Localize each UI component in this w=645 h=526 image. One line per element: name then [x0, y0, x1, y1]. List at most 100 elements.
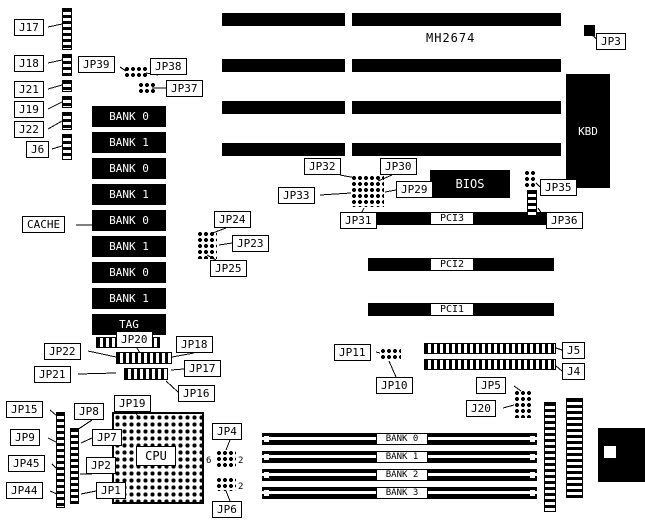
power-connector — [598, 428, 645, 482]
callout-jp10: JP10 — [376, 377, 413, 394]
jp3-jumper — [584, 25, 595, 36]
callout-jp37: JP37 — [166, 80, 203, 97]
bios-chip: BIOS — [430, 170, 510, 198]
callout-jp45: JP45 — [8, 455, 45, 472]
j4-header — [424, 359, 556, 370]
callout-jp32: JP32 — [304, 158, 341, 175]
j5-header — [424, 343, 556, 354]
cache-chip-8: BANK 1 — [92, 288, 166, 309]
callout-jp4: JP4 — [212, 423, 242, 440]
tag-chip: TAG — [92, 314, 166, 335]
callout-jp30: JP30 — [380, 158, 417, 175]
jp6-jumper-block — [216, 477, 236, 491]
callout-jp15: JP15 — [6, 401, 43, 418]
jp5-j20-jumper-block — [514, 390, 531, 418]
callout-jp39: JP39 — [78, 56, 115, 73]
bottom-right-header-1 — [544, 402, 556, 512]
callout-jp17: JP17 — [184, 360, 221, 377]
isa-slot-1-left — [222, 13, 345, 26]
callout-jp19: JP19 — [114, 395, 151, 412]
jp36-header — [527, 190, 537, 216]
callout-jp8: JP8 — [74, 403, 104, 420]
callout-j6: J6 — [26, 141, 50, 158]
isa-slot-4-left — [222, 143, 345, 156]
callout-j5: J5 — [562, 342, 586, 359]
bank3-label: BANK 3 — [376, 487, 428, 499]
jp11-jp10-jumper-block — [380, 348, 401, 360]
cpu-jumper-strip-left-2 — [70, 428, 79, 504]
callout-jp29: JP29 — [396, 181, 433, 198]
j17-header — [62, 8, 72, 50]
j18-header — [62, 54, 72, 76]
jp4-jumper-block — [216, 450, 236, 467]
callout-jp2: JP2 — [86, 457, 116, 474]
bank1-label: BANK 1 — [376, 451, 428, 463]
cpu-jumper-strip-left-1 — [56, 412, 65, 508]
callout-j17: J17 — [14, 19, 44, 36]
j21-header — [62, 80, 72, 92]
callout-jp23: JP23 — [232, 235, 269, 252]
callout-jp5: JP5 — [476, 377, 506, 394]
callout-j22: J22 — [14, 121, 44, 138]
jp35-jumper-block — [524, 170, 536, 188]
cpu-jumper-strip-top-2 — [124, 368, 168, 380]
callout-jp44: JP44 — [6, 482, 43, 499]
isa-slot-1-right — [352, 13, 561, 26]
j19-header — [62, 96, 72, 108]
isa-slot-3-right — [352, 101, 561, 114]
cache-chip-3: BANK 0 — [92, 158, 166, 179]
callout-jp6: JP6 — [212, 501, 242, 518]
callout-jp31: JP31 — [340, 212, 377, 229]
callout-cache: CACHE — [22, 216, 66, 233]
pci3-label: PCI3 — [430, 212, 474, 225]
jp37-jumper-block — [138, 82, 156, 93]
callout-jp20: JP20 — [116, 331, 153, 348]
power-connector-keyway — [604, 446, 616, 458]
cache-chip-6: BANK 1 — [92, 236, 166, 257]
jp39-jp38-jumper-block — [124, 66, 148, 79]
cache-chip-7: BANK 0 — [92, 262, 166, 283]
cpu-label: CPU — [136, 446, 176, 466]
callout-jp22: JP22 — [44, 343, 81, 360]
callout-jp21: JP21 — [34, 366, 71, 383]
bottom-right-header-2 — [566, 398, 583, 498]
pci2-label: PCI2 — [430, 258, 474, 271]
isa-slot-2-right — [352, 59, 561, 72]
callout-jp36: JP36 — [546, 212, 583, 229]
pin-number-2b: 2 — [238, 482, 244, 492]
jp24-jp23-jp25-jumper-block — [197, 231, 217, 259]
isa-slot-2-left — [222, 59, 345, 72]
callout-j20: J20 — [466, 400, 496, 417]
callout-jp1: JP1 — [96, 482, 126, 499]
callout-jp16: JP16 — [178, 385, 215, 402]
isa-slot-3-left — [222, 101, 345, 114]
jp29-jp33-jumper-block — [351, 175, 384, 207]
bank2-label: BANK 2 — [376, 469, 428, 481]
pin-number-6: 6 — [206, 456, 212, 466]
cache-chip-5: BANK 0 — [92, 210, 166, 231]
board-title: MH2674 — [426, 31, 476, 45]
cache-chip-1: BANK 0 — [92, 106, 166, 127]
callout-jp11: JP11 — [334, 344, 371, 361]
cache-chip-2: BANK 1 — [92, 132, 166, 153]
callout-jp9: JP9 — [10, 429, 40, 446]
callout-jp35: JP35 — [540, 179, 577, 196]
callout-jp18: JP18 — [176, 336, 213, 353]
callout-jp7: JP7 — [92, 429, 122, 446]
callout-j18: J18 — [14, 55, 44, 72]
pci1-label: PCI1 — [430, 303, 474, 316]
cpu-jumper-strip-top-1 — [116, 352, 172, 364]
callout-jp38: JP38 — [150, 58, 187, 75]
isa-slot-4-right — [352, 143, 561, 156]
j6-header — [62, 134, 72, 160]
bank0-label: BANK 0 — [376, 433, 428, 445]
pin-number-2a: 2 — [238, 456, 244, 466]
callout-jp24: JP24 — [214, 211, 251, 228]
callout-j4: J4 — [562, 363, 586, 380]
kbd-connector: KBD — [566, 74, 610, 188]
callout-jp25: JP25 — [210, 260, 247, 277]
callout-j19: J19 — [14, 101, 44, 118]
cache-chip-4: BANK 1 — [92, 184, 166, 205]
callout-jp3: JP3 — [596, 33, 626, 50]
